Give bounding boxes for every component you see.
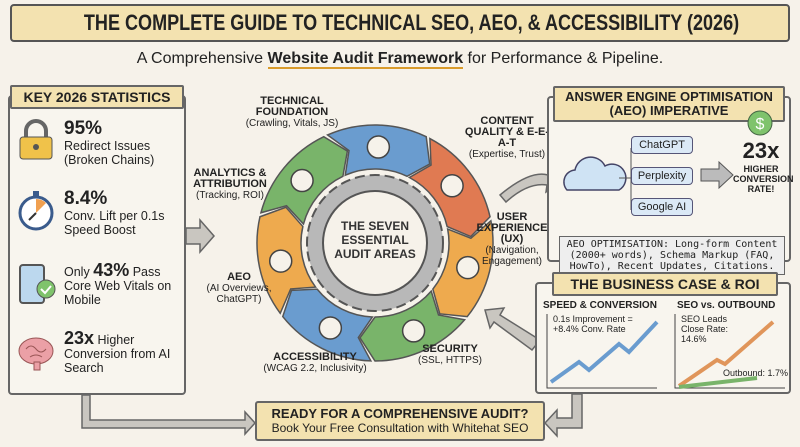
dollar-icon: $ xyxy=(747,110,773,136)
padlock-icon xyxy=(19,119,53,160)
certificate-icon xyxy=(440,174,464,198)
stat-ai-search-conversion: 23x Higher Conversion from AI Search xyxy=(16,329,186,375)
key-statistics-panel: KEY 2026 STATISTICS 95%Redirect Issues (… xyxy=(8,85,186,395)
arrow-roi-to-cycle xyxy=(484,307,542,352)
gear-icon xyxy=(366,135,391,159)
area-label-accessibility: ACCESSIBILITY(WCAG 2.2, Inclusivity) xyxy=(263,351,367,375)
speed-trend-arrow xyxy=(549,320,659,384)
svg-text:$: $ xyxy=(756,116,765,133)
stat-redirect-issues: 95%Redirect Issues (Broken Chains) xyxy=(16,119,186,167)
outbound-trend-arrow xyxy=(678,376,758,389)
page-title-banner: THE COMPLETE GUIDE TO TECHNICAL SEO, AEO… xyxy=(10,4,790,42)
seo-trend-arrow xyxy=(677,320,775,388)
key-statistics-heading: KEY 2026 STATISTICS xyxy=(10,85,184,109)
speed-chart-title: SPEED & CONVERSION xyxy=(543,300,657,311)
stopwatch-icon xyxy=(18,191,54,231)
seo-leads-label: SEO Leads Close Rate: 14.6% xyxy=(681,314,729,344)
shield-lock-icon xyxy=(401,319,426,343)
arrow-stats-to-cta xyxy=(81,394,257,436)
cta-banner[interactable]: READY FOR A COMPREHENSIVE AUDIT? Book Yo… xyxy=(255,401,545,441)
speed-note: 0.1s Improvement = +8.4% Conv. Rate xyxy=(553,314,633,334)
area-label-aeo: AEO(AI Overviews, ChatGPT) xyxy=(206,271,272,306)
engine-chatgpt: ChatGPT xyxy=(631,136,693,154)
area-label-content: CONTENT QUALITY & E-E-A-T(Expertise, Tru… xyxy=(464,115,550,161)
outbound-label: Outbound: 1.7% xyxy=(723,368,789,378)
roi-charts xyxy=(546,314,785,389)
engine-google-ai: Google AI xyxy=(631,198,693,216)
center-gear-icon xyxy=(306,174,444,312)
chart-axes xyxy=(546,314,785,389)
arrow-roi-to-cta xyxy=(543,393,583,438)
page-title: THE COMPLETE GUIDE TO TECHNICAL SEO, AEO… xyxy=(83,10,740,35)
bar-chart-icon xyxy=(290,168,314,193)
subtitle: A Comprehensive Website Audit Framework … xyxy=(136,50,664,69)
arrow-right-icon xyxy=(700,160,734,190)
seo-chart-title: SEO vs. OUTBOUND xyxy=(677,300,776,311)
area-label-technical: TECHNICAL FOUNDATION(Crawling, Vitals, J… xyxy=(245,95,339,130)
business-case-heading: THE BUSINESS CASE & ROI xyxy=(552,272,778,296)
cta-heading: READY FOR A COMPREHENSIVE AUDIT? xyxy=(271,406,529,421)
aeo-panel: ANSWER ENGINE OPTIMISATION (AEO) IMPERAT… xyxy=(547,86,794,275)
area-label-security: SECURITY(SSL, HTTPS) xyxy=(418,343,482,367)
brain-chat-icon xyxy=(268,249,293,273)
aeo-optimisation-note: AEO OPTIMISATION: Long-form Content (200… xyxy=(559,236,785,275)
mobile-check-icon xyxy=(19,264,56,304)
engine-perplexity: Perplexity xyxy=(631,167,693,185)
user-icon xyxy=(456,255,480,280)
wheelchair-icon xyxy=(318,316,343,340)
business-case-panel: THE BUSINESS CASE & ROI SPEED & CONVERSI… xyxy=(535,272,791,394)
area-label-ux: USER EXPERIENCE (UX)(Navigation, Engagem… xyxy=(476,211,548,268)
stat-core-web-vitals: Only 43% Pass Core Web Vitals on Mobile xyxy=(16,261,186,307)
aeo-heading: ANSWER ENGINE OPTIMISATION (AEO) IMPERAT… xyxy=(553,86,785,122)
stat-conversion-lift: 8.4%Conv. Lift per 0.1s Speed Boost xyxy=(16,189,186,237)
cta-text[interactable]: Book Your Free Consultation with Whiteha… xyxy=(271,421,529,435)
brain-icon xyxy=(18,337,54,371)
area-label-analytics: ANALYTICS & ATTRIBUTION(Tracking, ROI) xyxy=(193,167,267,202)
cloud-icon xyxy=(563,147,637,211)
arrow-stats-to-cycle xyxy=(185,218,215,254)
